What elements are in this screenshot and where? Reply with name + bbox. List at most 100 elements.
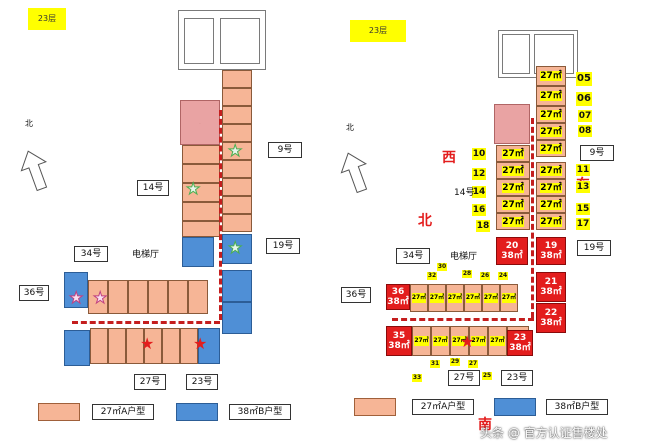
corridor-path [72,321,220,324]
area-label: 38㎡ [540,251,562,261]
floor-plan-right: 23层 北 西 东 北 南 27㎡ 27㎡ 27㎡ 27㎡ 27㎡ 20 38㎡… [330,0,660,445]
area-label: 38㎡ [501,251,523,261]
area-label: 27㎡ [540,182,562,193]
unit-a: 27㎡ [488,326,507,356]
unit-a: 27㎡ [450,326,469,356]
unit-number: 32 [427,272,437,280]
area-label: 27㎡ [502,182,524,193]
legend-label-b: 38㎡B户型 [546,399,608,415]
area-label: 27㎡ [502,216,524,227]
unit-number: 15 [576,203,590,215]
unit-a [222,160,252,178]
unit-a: 27㎡ [536,86,566,106]
area-label: 27㎡ [471,336,486,346]
unit-number: 23 [513,333,527,343]
unit-b-highlight: 21 38㎡ [536,272,566,302]
star-icon: ★ [68,288,84,307]
unit-a [126,328,144,364]
area-label: 27㎡ [429,293,445,303]
area-label: 38㎡ [509,343,531,353]
unit-number: 24 [498,272,508,280]
unit-b [198,328,220,364]
unit-a: 27㎡ [536,106,566,123]
unit-number: 11 [576,164,590,176]
area-label: 38㎡ [387,297,409,307]
unit-number: 28 [462,270,472,278]
unit-a: 27㎡ [464,284,482,312]
unit-a: 27㎡ [536,179,566,196]
unit-number: 13 [576,181,590,193]
legend-swatch-a [38,403,80,421]
common-room [494,104,530,144]
service-room [502,34,530,74]
star-icon: ★ [140,334,155,353]
unit-number: 12 [472,168,486,180]
unit-b-highlight: 23 38㎡ [507,330,533,356]
callout-unit-14-alt: 14号 [454,188,475,198]
common-room: · [180,100,220,145]
unit-b [64,330,90,366]
callout-unit-36: 36号 [341,287,371,303]
legend-swatch-b [494,398,536,416]
unit-b [182,237,214,267]
unit-a [222,106,252,124]
callout-unit-14: 14号 [137,180,169,196]
callout-unit-19: 19号 [577,240,611,256]
direction-north: 北 [418,213,432,229]
elevator-hall-label: 电梯厅 [132,250,160,260]
floor-plan-left: 23层 北 · ★ ★ ★ ★ ★ ★ ★ [19,8,302,421]
unit-a [144,328,162,364]
unit-a [162,328,180,364]
unit-number: 18 [476,220,490,232]
area-label: 27㎡ [540,91,562,101]
direction-west: 西 [442,150,456,166]
unit-number: 16 [472,204,486,216]
callout-unit-36: 36号 [19,285,49,301]
legend-label-a: 27㎡A户型 [92,404,154,420]
area-label: 27㎡ [501,293,517,303]
area-label: 38㎡ [388,341,410,351]
unit-a [88,280,108,314]
area-label: 27㎡ [540,109,562,120]
area-label: 27㎡ [483,293,499,303]
unit-a [222,88,252,106]
unit-a: 27㎡ [410,284,428,312]
area-label: 27㎡ [540,216,562,227]
unit-b [222,302,252,334]
area-label: 27㎡ [490,336,505,346]
unit-number: 20 [505,241,519,251]
unit-b-highlight: 22 38㎡ [536,303,566,333]
unit-a: 27㎡ [412,326,431,356]
unit-a: 27㎡ [496,145,530,162]
unit-b [222,270,252,302]
unit-b [222,234,252,264]
callout-unit-27: 27号 [448,370,480,386]
unit-a: 27㎡ [536,140,566,157]
callout-unit-9: 9号 [580,145,614,161]
callout-unit-34: 34号 [396,248,430,264]
unit-a: 27㎡ [496,162,530,179]
corridor-path [531,118,534,318]
unit-number: 06 [576,92,592,106]
unit-number: 22 [544,308,558,318]
unit-number: 36 [391,287,405,297]
unit-number: 29 [450,358,460,366]
unit-a [222,142,252,160]
unit-a [128,280,148,314]
service-room [184,18,214,64]
unit-a [222,214,252,232]
area-label: 27㎡ [502,148,524,159]
area-label: 27㎡ [540,199,562,210]
unit-a: 27㎡ [431,326,450,356]
legend-swatch-b [176,403,218,421]
floor-label: 23层 [28,8,66,30]
area-label: 27㎡ [502,199,524,210]
unit-a [108,328,126,364]
unit-number: 08 [578,125,592,137]
area-label: 27㎡ [540,165,562,176]
unit-a [222,70,252,88]
area-label: 38㎡ [540,287,562,297]
area-label: 27㎡ [540,71,562,81]
unit-b [64,272,88,308]
unit-number: 35 [392,331,406,341]
